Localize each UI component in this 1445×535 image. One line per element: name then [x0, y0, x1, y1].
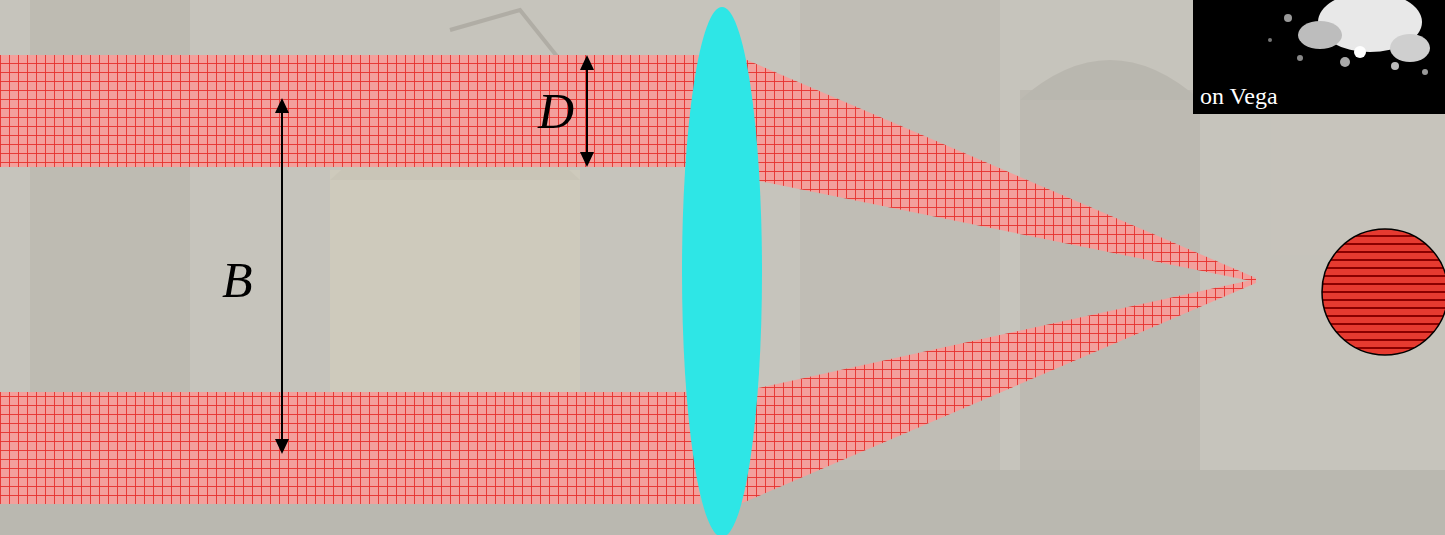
light-beam — [0, 392, 700, 504]
speckle-image-inset — [1193, 0, 1445, 114]
dimension-label: B — [222, 255, 253, 305]
fringe-disc — [1320, 229, 1445, 355]
dimension-label: D — [538, 86, 574, 136]
inset-caption: on Vega — [1200, 84, 1278, 108]
lens — [682, 7, 762, 535]
light-beam — [0, 55, 700, 167]
dimension-arrow — [580, 55, 594, 167]
converging-beam — [740, 57, 1256, 282]
dimension-arrow — [275, 98, 289, 454]
converging-beam — [740, 279, 1256, 504]
